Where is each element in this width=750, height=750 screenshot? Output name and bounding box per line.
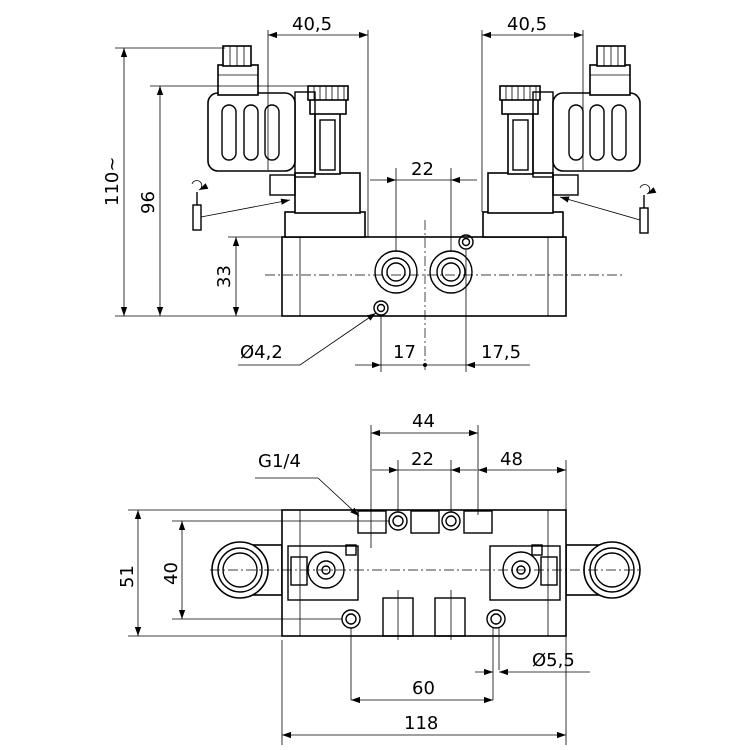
dim-width-51: 51 — [117, 565, 138, 588]
dim-hole-diameter-plan: Ø5,5 — [532, 650, 575, 671]
coil-block-left — [287, 544, 359, 601]
dim-right-offset: 17,5 — [481, 342, 521, 363]
dim-hole-diameter-front: Ø4,2 — [240, 342, 283, 363]
right-solenoid — [482, 45, 641, 238]
dim-height-96: 96 — [138, 191, 159, 214]
manual-override-left-icon — [191, 180, 291, 231]
coil-block-right — [489, 544, 561, 601]
dim-right-solenoid-width: 40,5 — [507, 14, 547, 35]
mount-hole-small-bottom — [373, 300, 389, 316]
dim-44: 44 — [412, 411, 435, 432]
dim-port-spacing-front: 22 — [411, 159, 434, 180]
dim-mount-spacing: 60 — [412, 678, 435, 699]
dim-left-offset: 17 — [393, 342, 416, 363]
manual-override-right-icon — [559, 184, 657, 234]
plan-view: 44 22 48 G1/4 51 40 Ø5,5 60 118 — [117, 411, 641, 745]
dim-left-solenoid-width: 40,5 — [292, 14, 332, 35]
mount-hole-right-plan — [486, 609, 506, 629]
mount-hole-small-top — [458, 234, 474, 250]
front-view: 40,5 40,5 22 110~ 96 33 Ø4,2 17 17,5 — [102, 14, 657, 372]
dim-body-height: 33 — [214, 265, 235, 288]
left-solenoid — [207, 45, 366, 238]
center-point — [423, 363, 427, 367]
dim-total-height: 110~ — [102, 157, 123, 206]
dim-48: 48 — [500, 449, 523, 470]
valve-body-front — [281, 236, 567, 317]
dim-port-spacing-plan: 22 — [411, 449, 434, 470]
thread-label: G1/4 — [258, 451, 301, 472]
dim-total-length: 118 — [404, 713, 438, 734]
dim-width-40: 40 — [161, 562, 182, 585]
